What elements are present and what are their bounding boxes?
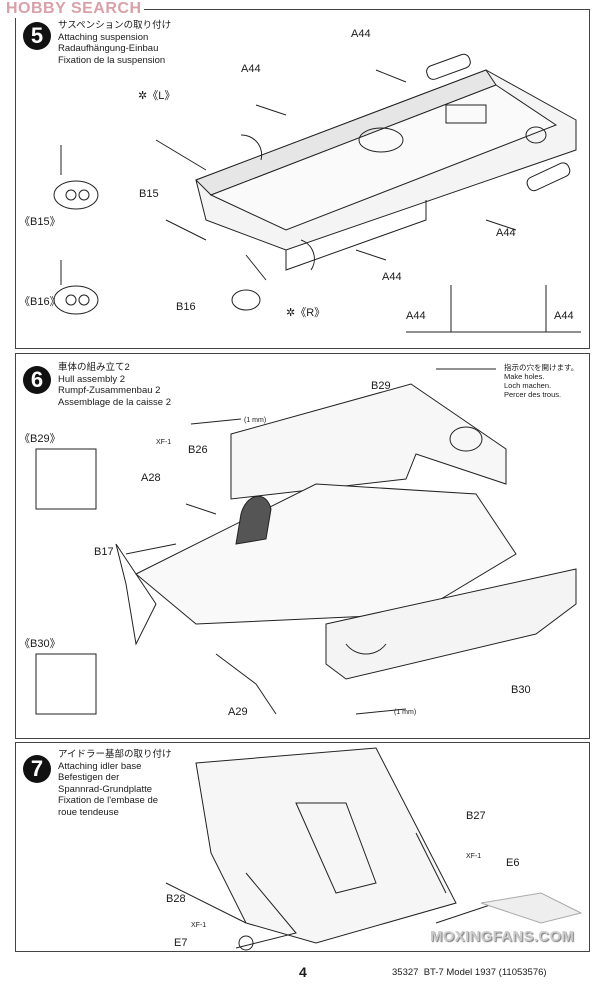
part-label: B28: [166, 893, 186, 905]
step-number-badge: 5: [23, 22, 51, 50]
part-label: A44: [241, 63, 261, 75]
step-title: サスペンションの取り付け Attaching suspension Radauf…: [58, 20, 171, 66]
asterisk-icon: ✲: [286, 307, 296, 319]
paint-code: XF-1: [191, 922, 207, 929]
side-left-label: ✲《L》: [138, 87, 175, 103]
drill-note: 指示の穴を開けます。 Make holes. Loch machen. Perc…: [504, 363, 586, 399]
asterisk-icon: ✲: [138, 90, 148, 102]
step-title: アイドラー基部の取り付け Attaching idler base Befest…: [58, 749, 172, 818]
part-label: E6: [506, 857, 520, 869]
detail-label: 《B15》: [19, 216, 61, 228]
paint-code: XF-1: [156, 439, 172, 446]
step-number-badge: 6: [23, 366, 51, 394]
part-label: A44: [382, 271, 402, 283]
drill-size: (1 mm): [394, 709, 417, 716]
hull-assembly-diagram: [35, 368, 577, 715]
paint-code: XF-1: [466, 853, 482, 860]
part-label: A44: [496, 227, 516, 239]
note-en: Make holes.: [504, 372, 545, 381]
title-de-1: Befestigen der: [58, 772, 120, 783]
hobby-search-watermark: HOBBY SEARCH: [4, 0, 144, 18]
detail-label: 《B16》: [19, 296, 61, 308]
part-label: A28: [141, 472, 161, 484]
part-label: E7: [174, 937, 188, 949]
detail-label: 《B29》: [19, 433, 61, 445]
page-number: 4: [299, 964, 307, 980]
part-label: A29: [228, 706, 248, 718]
detail-label: 《B30》: [19, 638, 61, 650]
part-label: B27: [466, 810, 486, 822]
part-label: B16: [176, 301, 196, 313]
part-label: A44: [406, 310, 426, 322]
title-en: Attaching suspension: [58, 31, 149, 43]
title-de: Radaufhängung-Einbau: [58, 43, 159, 54]
part-label: A44: [554, 310, 574, 322]
idler-base-diagram: [165, 747, 583, 951]
left-text: 《L》: [147, 90, 176, 102]
suspension-diagram: [53, 53, 581, 333]
side-right-label: ✲《R》: [286, 304, 325, 320]
note-ja: 指示の穴を開けます。: [504, 363, 579, 372]
title-fr-2: roue tendeuse: [58, 806, 119, 818]
title-ja: 車体の組み立て2: [58, 362, 130, 373]
part-label: B15: [139, 188, 159, 200]
title-de: Rumpf-Zusammenbau 2: [58, 385, 161, 396]
part-label: B30: [511, 684, 531, 696]
drill-size: (1 mm): [244, 417, 267, 424]
moxingfans-watermark: MOXINGFANS.COM: [430, 928, 575, 945]
title-en: Hull assembly 2: [58, 373, 126, 385]
note-de: Loch machen.: [504, 381, 552, 390]
step-title: 車体の組み立て2 Hull assembly 2 Rumpf-Zusammenb…: [58, 362, 171, 408]
product-code: 35327 BT-7 Model 1937 (11053576): [392, 967, 547, 978]
title-ja: サスペンションの取り付け: [58, 20, 172, 31]
part-label: B17: [94, 546, 114, 558]
title-ja: アイドラー基部の取り付け: [58, 749, 172, 760]
step-number-badge: 7: [23, 755, 51, 783]
step-5-panel: 5 サスペンションの取り付け Attaching suspension Rada…: [15, 9, 590, 349]
part-label: A44: [351, 28, 371, 40]
right-text: 《R》: [295, 307, 326, 319]
part-label: B26: [188, 444, 208, 456]
step-6-panel: 6 車体の組み立て2 Hull assembly 2 Rumpf-Zusamme…: [15, 353, 590, 739]
title-fr-1: Fixation de l'embase de: [58, 795, 159, 806]
title-fr: Assemblage de la caisse 2: [58, 396, 172, 408]
note-fr: Percer des trous.: [504, 390, 562, 399]
title-de-2: Spannrad-Grundplatte: [58, 783, 153, 795]
title-en: Attaching idler base: [58, 760, 142, 772]
step-7-panel: 7 アイドラー基部の取り付け Attaching idler base Befe…: [15, 742, 590, 952]
part-label: B29: [371, 380, 391, 392]
title-fr: Fixation de la suspension: [58, 54, 166, 66]
